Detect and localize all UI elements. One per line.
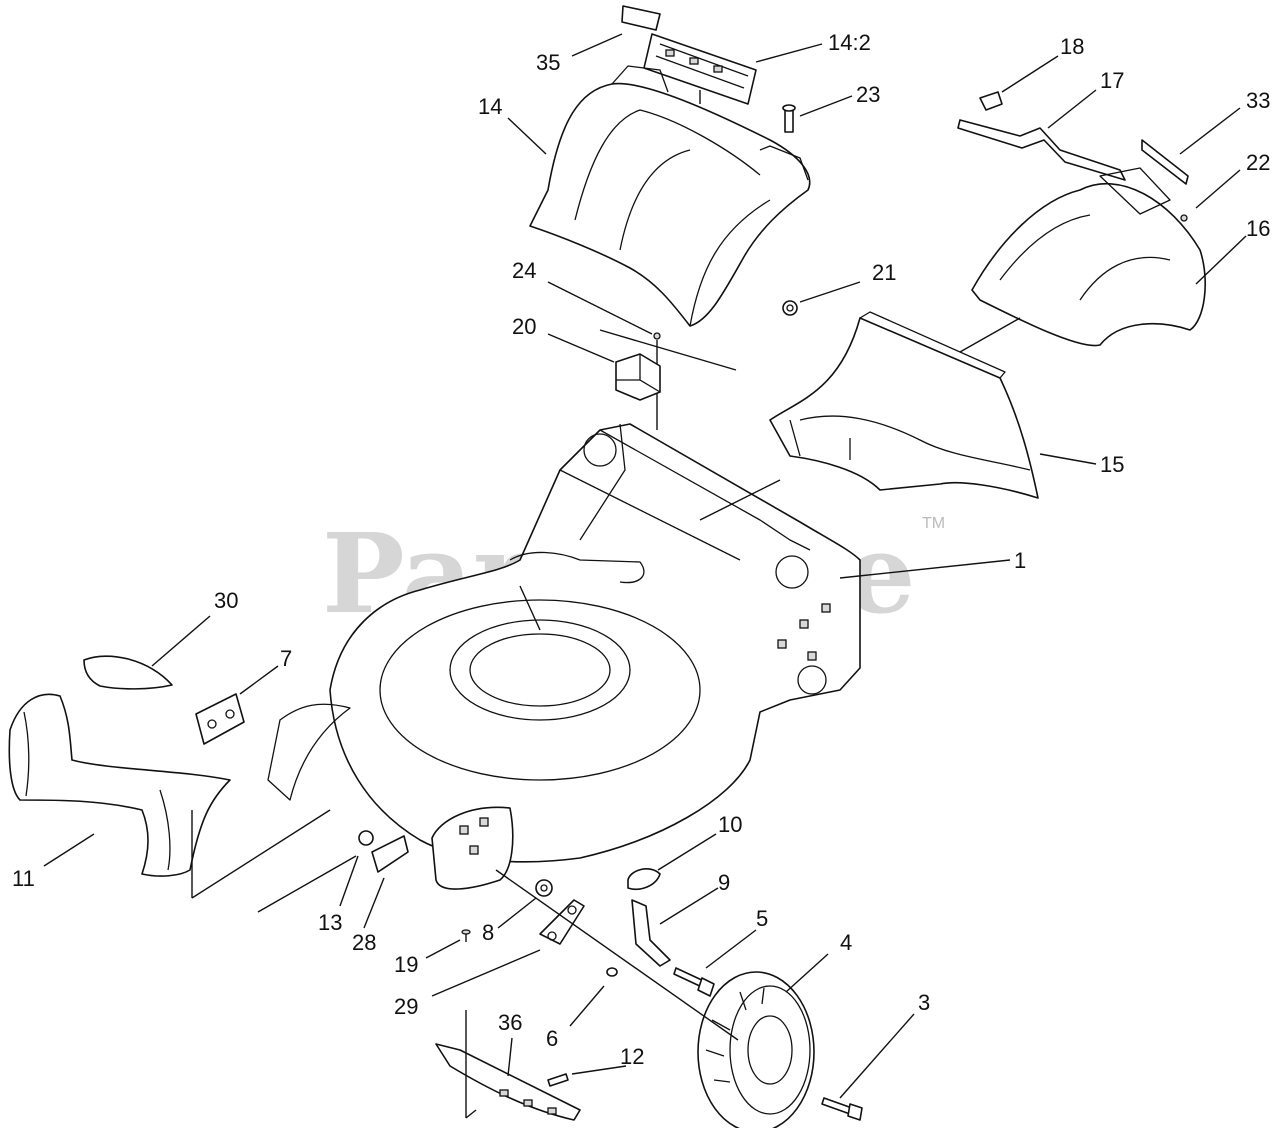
callout-8: 8 <box>482 920 494 945</box>
callout-1: 1 <box>1014 548 1026 573</box>
part-decal-33 <box>1141 139 1189 185</box>
part-screw-12 <box>547 1073 569 1087</box>
part-bolt-5 <box>673 967 715 997</box>
part-drawings <box>8 5 1206 1128</box>
part-chute-16 <box>971 167 1206 347</box>
callout-12: 12 <box>620 1044 644 1069</box>
callout-21: 21 <box>872 260 896 285</box>
callout-6: 6 <box>546 1026 558 1051</box>
callout-14-2: 14:2 <box>828 30 871 55</box>
callout-23: 23 <box>856 82 880 107</box>
part-deck-1 <box>329 423 861 863</box>
part-cover-14 <box>529 65 811 327</box>
watermark-trademark: TM <box>922 515 945 532</box>
alignment-lines <box>191 90 1021 1119</box>
callout-28: 28 <box>352 930 376 955</box>
part-nut-13 <box>358 830 374 846</box>
callout-17: 17 <box>1100 68 1124 93</box>
part-deflector-30 <box>83 655 173 690</box>
callout-3: 3 <box>918 990 930 1015</box>
callout-5: 5 <box>756 906 768 931</box>
part-decal-14-2 <box>643 33 757 105</box>
part-skid-36 <box>435 1043 581 1121</box>
part-screw-22 <box>1180 214 1188 222</box>
callout-18: 18 <box>1060 34 1084 59</box>
part-lever-9 <box>631 899 671 967</box>
callout-10: 10 <box>718 812 742 837</box>
leader-lines <box>43 33 1247 1099</box>
callout-29: 29 <box>394 994 418 1019</box>
callout-13: 13 <box>318 910 342 935</box>
callout-14: 14 <box>478 94 502 119</box>
callout-19: 19 <box>394 952 418 977</box>
part-clip-20 <box>615 353 661 401</box>
callout-35: 35 <box>536 50 560 75</box>
part-bracket-28 <box>371 835 409 873</box>
part-bolt-3 <box>821 1097 863 1121</box>
part-front-bracket <box>431 806 514 890</box>
callout-9: 9 <box>718 870 730 895</box>
callout-11: 11 <box>12 866 35 891</box>
callout-15: 15 <box>1100 452 1124 477</box>
part-decal-35 <box>621 5 661 31</box>
callout-22: 22 <box>1246 150 1270 175</box>
part-pin-23 <box>782 104 796 133</box>
part-flap-15 <box>769 311 1039 499</box>
part-clip-18 <box>979 91 1003 111</box>
callout-16: 16 <box>1246 216 1270 241</box>
callout-7: 7 <box>280 646 292 671</box>
callout-36: 36 <box>498 1010 522 1035</box>
part-cap-10 <box>627 868 661 890</box>
part-screw-19 <box>461 929 471 942</box>
callout-20: 20 <box>512 314 536 339</box>
part-nut-21 <box>782 300 798 316</box>
part-wheel-4 <box>697 971 815 1128</box>
part-washer-8 <box>535 879 553 897</box>
part-lever-17 <box>957 119 1126 181</box>
part-washer-6 <box>606 967 618 977</box>
callout-4: 4 <box>840 930 852 955</box>
part-bumper-11 <box>8 693 351 877</box>
callout-33: 33 <box>1246 88 1270 113</box>
part-bracket-7 <box>195 693 245 745</box>
callout-labels: 35 14:2 14 23 18 17 33 22 16 24 21 20 15… <box>12 30 1270 1069</box>
callout-24: 24 <box>512 258 536 283</box>
part-plate-29 <box>539 899 585 945</box>
callout-30: 30 <box>214 588 238 613</box>
